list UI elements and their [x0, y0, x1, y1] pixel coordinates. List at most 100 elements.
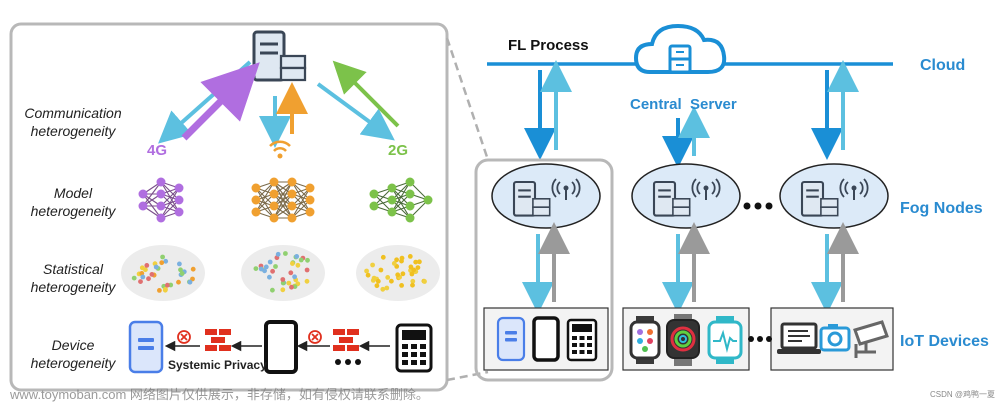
downlink-arrow-4g: [158, 60, 252, 144]
data-sample-dot: [143, 267, 148, 273]
data-sample-dot: [263, 264, 269, 270]
more-fog-nodes-dots: [743, 202, 773, 210]
nn-edge: [291, 187, 311, 219]
fog-node: [491, 163, 601, 229]
data-sample-dot: [384, 285, 390, 291]
data-sample-dot: [163, 258, 169, 264]
nn-node: [251, 207, 261, 217]
smartwatch-icon: [666, 314, 700, 366]
network-4g-label: 4G: [147, 142, 168, 159]
network-2g-label: 2G: [388, 142, 409, 159]
laptop-icon: [777, 322, 821, 354]
data-sample-dot: [395, 272, 401, 278]
feature-phone-icon: [566, 318, 598, 362]
fog-node: [779, 163, 889, 229]
data-sample-dot: [283, 251, 288, 256]
data-sample-dot: [304, 267, 310, 273]
data-sample-dot: [286, 280, 292, 286]
nn-node: [305, 183, 315, 193]
iot-tier-label: IoT Devices: [900, 333, 989, 350]
data-sample-dot: [417, 259, 422, 265]
nn-node: [305, 195, 315, 205]
row-label-model: Model heterogeneity: [14, 184, 132, 220]
data-distribution-cloud: [121, 245, 205, 301]
data-sample-dot: [399, 283, 404, 288]
nn-node: [405, 177, 415, 187]
data-sample-dot: [364, 268, 369, 274]
data-sample-dot: [385, 275, 391, 280]
data-sample-dot: [149, 272, 155, 277]
data-sample-dot: [176, 279, 181, 285]
cloud-tier-label: Cloud: [920, 57, 966, 74]
uplink-arrow-2g: [332, 60, 400, 128]
label-line: Model: [53, 185, 93, 201]
data-sample-dot: [409, 271, 415, 277]
data-sample-dot: [394, 257, 399, 263]
data-sample-dot: [304, 278, 310, 284]
uplink-arrow-4g: [181, 62, 260, 141]
data-sample-dot: [410, 278, 416, 284]
nn-edge: [255, 181, 275, 213]
data-sample-dot: [275, 251, 281, 257]
data-sample-dot: [160, 254, 166, 260]
row-label-communication: Communication heterogeneity: [14, 104, 132, 140]
zoom-highlight-box: [474, 158, 614, 382]
smartphone-icon: [532, 316, 560, 362]
nn-edge: [273, 181, 293, 207]
nn-node: [156, 189, 166, 199]
data-sample-dot: [165, 282, 170, 288]
camera-icon: [819, 324, 851, 352]
data-sample-dot: [422, 279, 427, 284]
smartwatch-icon: [707, 316, 743, 364]
data-sample-dot: [289, 284, 294, 290]
data-sample-dot: [253, 266, 259, 271]
nn-node: [251, 183, 261, 193]
nn-node: [369, 189, 379, 199]
nn-node: [269, 177, 279, 187]
data-sample-dot: [380, 254, 386, 260]
heterogeneity-panel: [9, 22, 449, 392]
nn-node: [174, 195, 184, 205]
row-label-statistical: Statistical heterogeneity: [14, 260, 132, 296]
data-sample-dot: [407, 254, 413, 259]
nn-node: [269, 213, 279, 223]
neural-network-icon: [138, 177, 184, 223]
nn-node: [405, 189, 415, 199]
nn-node: [287, 189, 297, 199]
nn-node: [287, 177, 297, 187]
data-sample-dot: [294, 254, 300, 259]
fog-server-icon: [252, 30, 307, 82]
data-sample-dot: [273, 264, 278, 269]
nn-node: [251, 195, 261, 205]
data-sample-dot: [288, 270, 294, 276]
data-sample-dot: [365, 272, 371, 278]
nn-node: [369, 201, 379, 211]
smartwatch-icon: [629, 316, 661, 364]
label-line: heterogeneity: [30, 123, 116, 139]
cloud-server-icon: [633, 23, 727, 74]
data-sample-dot: [370, 262, 375, 268]
fog-tier-label: Fog Nodes: [900, 200, 983, 217]
nn-node: [174, 207, 184, 217]
nn-node: [156, 201, 166, 211]
smartphone-icon: [128, 320, 164, 374]
smartphone-icon: [264, 320, 298, 374]
neural-network-icon: [369, 177, 433, 223]
data-sample-dot: [144, 263, 150, 268]
data-sample-dot: [380, 286, 386, 292]
nn-node: [405, 213, 415, 223]
data-sample-dot: [415, 265, 421, 270]
data-sample-dot: [410, 282, 415, 288]
nn-node: [387, 207, 397, 217]
nn-node: [305, 207, 315, 217]
blocked-icon: [177, 330, 191, 344]
cctv-icon: [853, 320, 889, 358]
data-sample-dot: [374, 283, 380, 289]
data-sample-dot: [375, 278, 381, 284]
data-distribution-cloud: [241, 245, 325, 301]
label-line: heterogeneity: [30, 355, 116, 371]
data-sample-dot: [267, 274, 272, 280]
feature-phone-icon: [395, 323, 433, 373]
data-sample-dot: [140, 274, 146, 280]
nn-node: [423, 195, 433, 205]
